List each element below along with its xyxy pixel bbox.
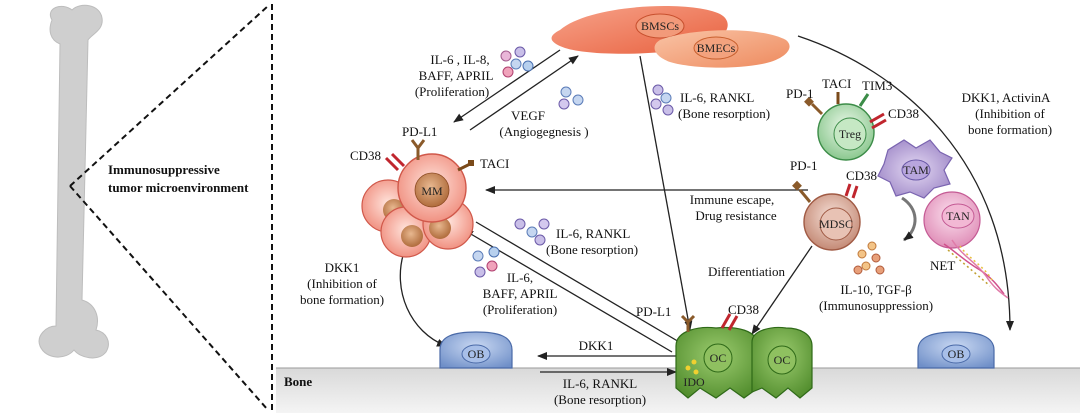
ann-bmsc-mm-1: IL-6 , IL-8,	[430, 52, 489, 67]
mdsc-cell: MDSC	[792, 180, 861, 251]
bmec-cell: BMECs	[654, 30, 790, 68]
ann-dkk-right-2: (Inhibition of	[975, 106, 1045, 121]
arrow-mm-to-bmsc	[469, 55, 579, 131]
mm-cell-cluster: MM	[361, 153, 474, 258]
ann-immune-2: Drug resistance	[695, 208, 776, 223]
ann-oc-mm-3: (Proliferation)	[483, 302, 557, 317]
cd38-receptor-icon	[384, 156, 400, 172]
ann-bmsc-mm-3: (Proliferation)	[415, 84, 489, 99]
treg-tim3-label: TIM3	[862, 78, 892, 93]
ann-ob-oc-dkk1: DKK1	[579, 338, 614, 353]
ido-label: IDO	[683, 375, 705, 389]
cytokine-dots-il10	[853, 241, 885, 275]
pd1-mdsc-icon	[798, 189, 812, 203]
ann-dkk-left-2: (Inhibition of	[307, 276, 377, 291]
ann-mm-oc-1: IL-6, RANKL	[556, 226, 630, 241]
pd1-receptor-icon	[810, 102, 824, 116]
oc-right-label: OC	[774, 353, 791, 367]
ann-il10-1: IL-10, TGF-β	[840, 282, 912, 297]
ann-bottom-2: (Bone resorption)	[554, 392, 646, 407]
panel-title-line1: Immunosuppressive	[108, 162, 220, 177]
mm-pdl1-label: PD-L1	[402, 124, 437, 139]
cytokine-dots-vegf	[558, 86, 584, 110]
pdl1-receptor-icon	[410, 139, 426, 160]
oc-left-label: OC	[710, 351, 727, 365]
ann-differentiation: Differentiation	[708, 264, 786, 279]
pdl1-oc-icon	[680, 314, 696, 332]
cd38-oc-icon	[720, 313, 732, 329]
ob-left-label: OB	[468, 347, 485, 361]
ann-immune-1: Immune escape,	[690, 192, 774, 207]
ann-oc-mm-1: IL-6,	[507, 270, 533, 285]
mdsc-cd38-label: CD38	[846, 168, 877, 183]
treg-taci-label: TACI	[822, 76, 851, 91]
ann-dkk-right-3: bone formation)	[968, 122, 1052, 137]
cytokine-dots-top	[500, 46, 534, 78]
mm-taci-label: TACI	[480, 156, 509, 171]
cd38-mdsc-icon	[844, 183, 852, 197]
treg-cd38-label: CD38	[888, 106, 919, 121]
oc-pdl1-label: PD-L1	[636, 304, 671, 319]
mdsc-label: MDSC	[819, 217, 853, 231]
ann-oc-mm-2: BAFF, APRIL	[483, 286, 558, 301]
mdsc-pd1-label: PD-1	[790, 158, 817, 173]
ann-mm-oc-2: (Bone resorption)	[546, 242, 638, 257]
callout-lines	[69, 4, 273, 412]
tim3-receptor-icon	[858, 93, 870, 107]
arrow-mm-to-oc	[475, 221, 687, 347]
arrow-tam-to-tan	[901, 196, 917, 242]
cytokine-dots-oc-mm	[472, 246, 500, 278]
arrow-bmsc-to-ob-right	[797, 35, 1014, 331]
tan-cell: TAN	[923, 191, 981, 249]
arrow-bmsc-to-mm	[453, 49, 561, 123]
ann-bmsc-oc-1: IL-6, RANKL	[680, 90, 754, 105]
cytokine-dots-mm-oc	[514, 218, 550, 246]
treg-pd1-label: PD-1	[786, 86, 813, 101]
ob-left-cell: OB	[439, 331, 513, 369]
oc-cd38-label: CD38	[728, 302, 759, 317]
bmsc-label: BMSCs	[641, 19, 679, 33]
bmec-label: BMECs	[697, 41, 736, 55]
arrow-bmsc-to-oc	[639, 55, 693, 331]
cd38-treg-icon	[869, 112, 885, 124]
oc-cells: OC OC IDO	[675, 313, 813, 399]
annotations: IL-6 , IL-8, BAFF, APRIL (Proliferation)…	[300, 52, 1052, 407]
mm-receptors	[384, 139, 474, 172]
ann-bmsc-mm-2: BAFF, APRIL	[419, 68, 494, 83]
ann-dkk-right-1: DKK1, ActivinA	[962, 90, 1051, 105]
arrow-mm-to-ob	[399, 251, 447, 347]
ann-dkk-left-3: bone formation)	[300, 292, 384, 307]
ob-right-cell: OB	[917, 331, 995, 369]
treg-cell: Treg	[804, 92, 887, 161]
cytokine-dots-bmsc-oc	[650, 84, 674, 116]
ob-right-label: OB	[948, 347, 965, 361]
ann-bmsc-oc-2: (Bone resorption)	[678, 106, 770, 121]
ann-vegf-1: VEGF	[511, 108, 545, 123]
tam-cell: TAM	[877, 139, 953, 199]
mm-cd38-label: CD38	[350, 148, 381, 163]
arrow-differentiation	[751, 245, 813, 335]
tam-label: TAM	[903, 163, 929, 177]
panel-title-line2: tumor microenvironment	[108, 180, 249, 195]
net-strands-icon	[943, 239, 1009, 299]
ann-bottom-1: IL-6, RANKL	[563, 376, 637, 391]
bone-label: Bone	[284, 374, 312, 389]
ann-il10-2: (Immunosuppression)	[819, 298, 933, 313]
net-label: NET	[930, 258, 955, 273]
ann-dkk-left-1: DKK1	[325, 260, 360, 275]
ann-vegf-2: (Angiogegnesis )	[499, 124, 588, 139]
treg-label: Treg	[839, 127, 861, 141]
mm-label: MM	[421, 184, 443, 198]
tan-label: TAN	[946, 209, 970, 223]
